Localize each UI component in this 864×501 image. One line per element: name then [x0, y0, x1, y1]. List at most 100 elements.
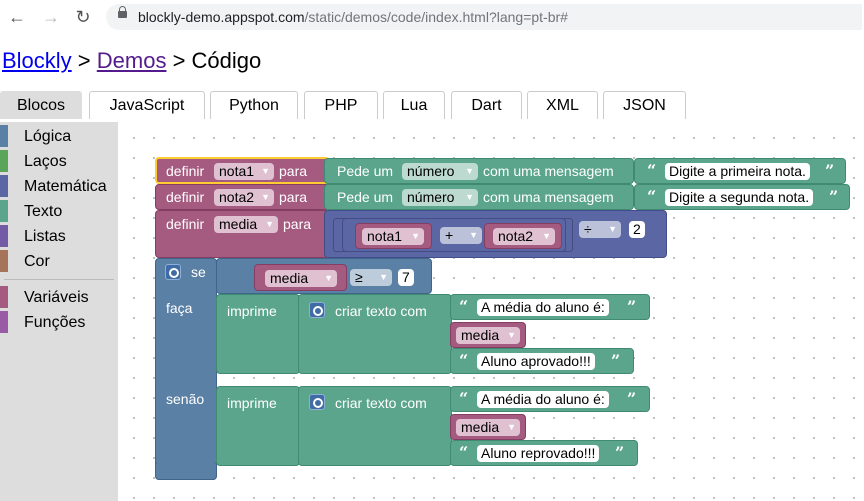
block-label: criar texto com [335, 303, 427, 319]
prompt-type-dropdown[interactable]: número▼ [402, 189, 478, 206]
variable-dropdown[interactable]: media▼ [456, 327, 520, 344]
variable-get-block[interactable]: media ▼ [450, 414, 526, 440]
variable-get-block[interactable]: nota2▼ [484, 223, 562, 249]
category-label: Matemática [24, 178, 107, 195]
if-condition-row: media▼ ≥▼ 7 [216, 258, 432, 294]
variable-dropdown[interactable]: nota2▼ [214, 189, 274, 206]
variable-get-block[interactable]: media▼ [450, 322, 526, 348]
quote-close-icon: ” [627, 297, 637, 316]
category-texto[interactable]: Texto [0, 199, 118, 224]
tab-php[interactable]: PHP [304, 91, 378, 119]
operator-dropdown[interactable]: ÷▼ [579, 221, 621, 238]
mutator-gear-icon[interactable] [309, 394, 325, 410]
if-else-block[interactable]: se faça senão [155, 258, 217, 480]
tab-dart[interactable]: Dart [451, 91, 522, 119]
text-field[interactable]: Aluno reprovado!!! [477, 445, 600, 462]
blockly-workspace[interactable]: definir nota1▼ para Pede um número▼ com … [118, 122, 864, 501]
variable-dropdown[interactable]: media▼ [214, 216, 278, 233]
set-variable-block[interactable]: definir nota1▼ para [155, 157, 330, 184]
tab-json[interactable]: JSON [603, 91, 686, 119]
dropdown-caret-icon: ▼ [379, 272, 388, 282]
back-arrow-icon[interactable]: ← [8, 7, 26, 27]
reload-icon[interactable]: ↻ [75, 7, 91, 27]
text-block[interactable]: “ Digite a segunda nota. ” [634, 184, 850, 210]
url-path: /static/demos/code/index.html?lang=pt-br… [304, 9, 568, 25]
tab-lua[interactable]: Lua [383, 91, 445, 119]
tab-python[interactable]: Python [210, 91, 298, 119]
category-label: Laços [24, 153, 67, 170]
quote-close-icon: ” [611, 351, 621, 370]
quote-close-icon: ” [825, 161, 835, 180]
category-listas[interactable]: Listas [0, 224, 118, 249]
text-field[interactable]: Digite a primeira nota. [665, 163, 810, 180]
variable-dropdown[interactable]: nota1▼ [214, 163, 274, 180]
operator-dropdown[interactable]: +▼ [440, 227, 482, 244]
text-field[interactable]: Aluno aprovado!!! [477, 353, 595, 370]
forward-arrow-icon[interactable]: → [42, 7, 60, 27]
variable-get-block[interactable]: media▼ [254, 264, 347, 291]
variable-dropdown[interactable]: nota2▼ [493, 228, 555, 245]
tab-xml[interactable]: XML [527, 91, 598, 119]
category-color [0, 175, 8, 197]
text-block[interactable]: “ Aluno reprovado!!! ” [450, 440, 638, 466]
category-variaveis[interactable]: Variáveis [0, 285, 118, 310]
category-color [0, 311, 8, 333]
number-field[interactable]: 2 [629, 221, 645, 238]
text-block[interactable]: “ Aluno aprovado!!! ” [450, 348, 634, 374]
blockly-link[interactable]: Blockly [2, 48, 72, 73]
toolbox: Lógica Laços Matemática Texto Listas Cor… [0, 122, 118, 501]
variable-dropdown[interactable]: nota1▼ [362, 228, 424, 245]
set-variable-block[interactable]: definir media▼ para [155, 210, 330, 258]
category-logica[interactable]: Lógica [0, 124, 118, 149]
category-label: Texto [24, 203, 63, 220]
category-color [0, 250, 8, 272]
variable-name: nota2 [219, 189, 255, 205]
print-block[interactable]: imprime [216, 294, 300, 374]
compare-operator-dropdown[interactable]: ≥▼ [350, 269, 392, 286]
text-field[interactable]: A média do aluno é: [477, 391, 609, 408]
dropdown-caret-icon: ▼ [608, 224, 617, 234]
operator-symbol: + [445, 227, 454, 243]
category-cor[interactable]: Cor [0, 249, 118, 274]
category-lacos[interactable]: Laços [0, 149, 118, 174]
prompt-type-dropdown[interactable]: número▼ [402, 163, 478, 180]
text-join-block[interactable]: criar texto com [298, 294, 452, 374]
tab-blocos[interactable]: Blocos [0, 91, 82, 119]
block-label: com uma mensagem [483, 163, 614, 179]
text-block[interactable]: “ A média do aluno é: ” [450, 386, 650, 412]
prompt-block[interactable]: Pede um número▼ com uma mensagem [324, 158, 634, 184]
print-block[interactable]: imprime [216, 386, 300, 466]
variable-get-block[interactable]: nota1▼ [355, 223, 432, 249]
text-block[interactable]: “ A média do aluno é: ” [450, 294, 650, 320]
category-matematica[interactable]: Matemática [0, 174, 118, 199]
text-field[interactable]: A média do aluno é: [477, 299, 609, 316]
text-block[interactable]: “ Digite a primeira nota. ” [634, 158, 846, 184]
text-field[interactable]: Digite a segunda nota. [665, 189, 814, 206]
variable-dropdown[interactable]: media▼ [265, 270, 337, 287]
dropdown-caret-icon: ▼ [507, 330, 516, 340]
category-color [0, 150, 8, 172]
variable-dropdown[interactable]: media ▼ [456, 419, 520, 436]
prompt-block[interactable]: Pede um número▼ com uma mensagem [324, 184, 634, 210]
variable-name: media [461, 419, 500, 435]
set-variable-block[interactable]: definir nota2▼ para [155, 184, 330, 210]
variable-name: nota1 [219, 163, 255, 179]
text-join-block[interactable]: criar texto com [298, 386, 452, 466]
dropdown-caret-icon: ▼ [469, 230, 478, 240]
block-label: para [279, 163, 308, 179]
block-label: Pede um [337, 163, 394, 179]
dropdown-caret-icon: ▼ [465, 166, 474, 176]
dropdown-caret-icon: ▼ [507, 422, 516, 432]
mutator-gear-icon[interactable] [165, 264, 181, 280]
number-field[interactable]: 7 [398, 269, 414, 286]
tab-javascript[interactable]: JavaScript [89, 91, 205, 119]
quote-close-icon: ” [829, 187, 839, 206]
arithmetic-add-block[interactable]: nota1▼ +▼ nota2▼ [342, 218, 566, 252]
category-funcoes[interactable]: Funções [0, 310, 118, 335]
category-label: Listas [24, 228, 66, 245]
quote-open-icon: “ [459, 443, 469, 462]
address-bar[interactable]: blockly-demo.appspot.com/static/demos/co… [106, 4, 862, 30]
lock-icon [118, 6, 127, 18]
mutator-gear-icon[interactable] [309, 302, 325, 318]
demos-link[interactable]: Demos [96, 48, 167, 73]
